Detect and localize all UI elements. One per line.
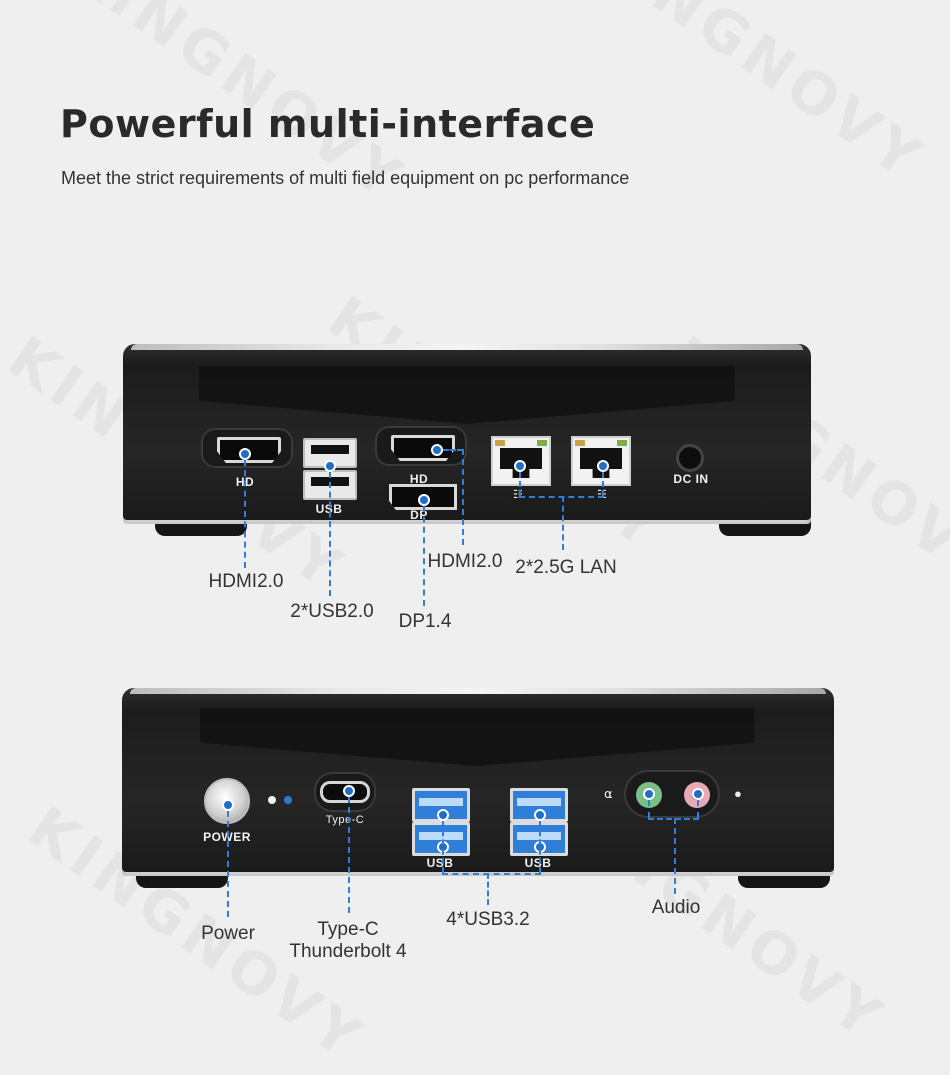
usb3-left-leader [442,821,444,873]
lan-port-1 [491,436,551,486]
hdmi-right-label: HD [409,472,429,486]
lan-join-leader [519,496,604,498]
hdmi-port-left [217,437,281,463]
hdmi-left-leader [244,460,246,568]
audio-headphone-marker [643,788,655,800]
audio-join-leader [648,818,699,820]
usb3-right-leader [539,821,541,873]
lan-callout: 2*2.5G LAN [515,557,617,578]
dp-label: DP [410,508,428,522]
hdmi-left-marker [239,448,251,460]
usb2-label: USB [315,502,343,516]
page-title: Powerful multi-interface [60,102,596,146]
typec-callout: Type-C [317,919,379,940]
audio-mic-leader [697,800,699,818]
hdmi-left-callout: HDMI2.0 [208,571,284,592]
power-marker [222,799,234,811]
page-subtitle: Meet the strict requirements of multi fi… [61,168,630,188]
headphone-icon: ⍺ [604,786,613,801]
usb3-callout: 4*USB3.2 [446,909,530,930]
usb2-callout: 2*USB2.0 [290,601,374,622]
audio-mic-marker [692,788,704,800]
usb3-port-2 [412,822,470,856]
dp-callout: DP1.4 [398,611,452,632]
thunderbolt-callout: Thunderbolt 4 [289,941,407,962]
front-panel-device: POWER Type-C USB USB ⍺ ● [122,688,834,888]
dc-in-label: DC IN [673,472,709,486]
typec-label: Type-C [325,814,365,826]
hdmi-right-leader [462,449,464,545]
lan-leader [562,496,564,550]
power-callout: Power [201,923,255,944]
hdmi-right-leader-h [443,449,463,451]
usb3-1-marker [437,809,449,821]
hdmi-right-callout: HDMI2.0 [427,551,503,572]
watermark: KINGNOVY [576,0,938,195]
status-led-blue [284,796,292,804]
power-leader [227,811,229,917]
usb3-leader [487,873,489,905]
device-foot-right [719,518,811,536]
audio-headphone-leader [648,800,650,818]
usb2-leader [329,472,331,596]
hdmi-right-marker [431,444,443,456]
typec-leader [348,797,350,913]
device-foot-left [136,870,228,888]
dc-in-jack [676,444,704,472]
usb2-marker [324,460,336,472]
audio-callout: Audio [651,897,701,918]
lan-2-leader [602,472,604,496]
typec-marker [343,785,355,797]
status-led-white [268,796,276,804]
usb3-left-label: USB [426,856,454,870]
rear-panel-device: HD USB HD DP ☷ ☷ DC IN [123,344,811,536]
usb3-3-marker [534,809,546,821]
microphone-icon: ● [734,786,742,801]
dp-leader [423,506,425,606]
device-foot-left [155,518,247,536]
usb3-join-leader [442,873,541,875]
audio-leader [674,818,676,894]
hdmi-port-right [391,435,455,461]
network-icon: ☷ [597,489,607,501]
network-icon: ☷ [513,489,523,501]
device-foot-right [738,870,830,888]
power-label: POWER [203,830,251,844]
lan-1-marker [514,460,526,472]
lan-1-leader [519,472,521,496]
usb3-right-label: USB [524,856,552,870]
lan-2-marker [597,460,609,472]
dp-marker [418,494,430,506]
